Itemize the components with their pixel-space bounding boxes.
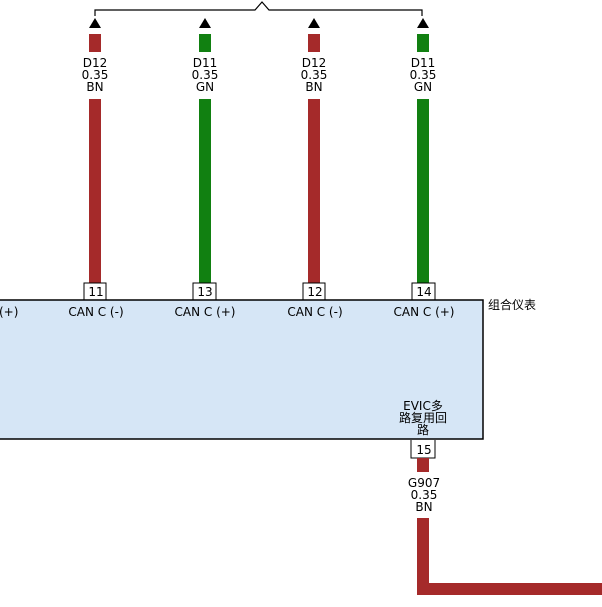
pin-bracket	[192, 282, 217, 300]
pin-number: 14	[416, 285, 431, 299]
wire-circuit-label: D11	[411, 56, 436, 70]
pin-number: 13	[197, 285, 212, 299]
wire-color-label: GN	[414, 80, 432, 94]
pin-number: 15	[416, 443, 431, 457]
wire-group: D12 0.35 BN 11	[82, 18, 109, 300]
wire-color-label: BN	[305, 80, 322, 94]
module-box	[0, 299, 484, 440]
pin-signal-label: CAN C (+)	[175, 305, 236, 319]
wire-circuit-label: D11	[193, 56, 218, 70]
module-sub-label-line: 路复用回	[399, 410, 447, 425]
wire-gauge-label: 0.35	[192, 68, 219, 82]
wire-group: D12 0.35 BN 12	[301, 18, 328, 300]
wire-gauge-label: 0.35	[411, 488, 438, 502]
pin-bracket	[411, 282, 436, 300]
module-sub-label-line: 路	[417, 422, 429, 437]
top-bracket	[94, 1, 423, 16]
module-left-edge-label: (+)	[0, 305, 18, 319]
pin-number: 12	[307, 285, 322, 299]
wire-color-label: GN	[196, 80, 214, 94]
wire-group: D11 0.35 GN 14	[410, 18, 437, 300]
pin-bracket	[302, 282, 326, 300]
wire-segment	[308, 34, 320, 52]
arrow-up-icon	[417, 18, 429, 28]
wire-segment	[199, 34, 211, 52]
wire-segment	[89, 99, 101, 283]
wire-segment	[199, 99, 211, 283]
ground-wire-group: 15 G907 0.35 BN	[408, 440, 602, 595]
wire-circuit-label: D12	[83, 56, 108, 70]
wire-group: D11 0.35 GN 13	[192, 18, 219, 300]
pin-signal-label: CAN C (-)	[68, 305, 123, 319]
wire-segment	[417, 99, 429, 283]
wire-circuit-label: G907	[408, 476, 440, 490]
pin-bracket	[83, 282, 107, 300]
wire-gauge-label: 0.35	[82, 68, 109, 82]
arrow-up-icon	[89, 18, 101, 28]
module-sub-label-line: EVIC多	[403, 399, 443, 413]
wire-segment	[417, 458, 429, 472]
wire-gauge-label: 0.35	[301, 68, 328, 82]
arrow-up-icon	[308, 18, 320, 28]
wire-segment	[417, 34, 429, 52]
wire-color-label: BN	[415, 500, 432, 514]
wire-segment	[308, 99, 320, 283]
pin-signal-label: CAN C (-)	[287, 305, 342, 319]
wire-path	[417, 518, 602, 595]
pin-signal-label: CAN C (+)	[394, 305, 455, 319]
wire-gauge-label: 0.35	[410, 68, 437, 82]
wire-segment	[89, 34, 101, 52]
wire-circuit-label: D12	[302, 56, 327, 70]
arrow-up-icon	[199, 18, 211, 28]
pin-number: 11	[88, 285, 103, 299]
module-name-label: 组合仪表	[488, 297, 536, 312]
wire-color-label: BN	[86, 80, 103, 94]
